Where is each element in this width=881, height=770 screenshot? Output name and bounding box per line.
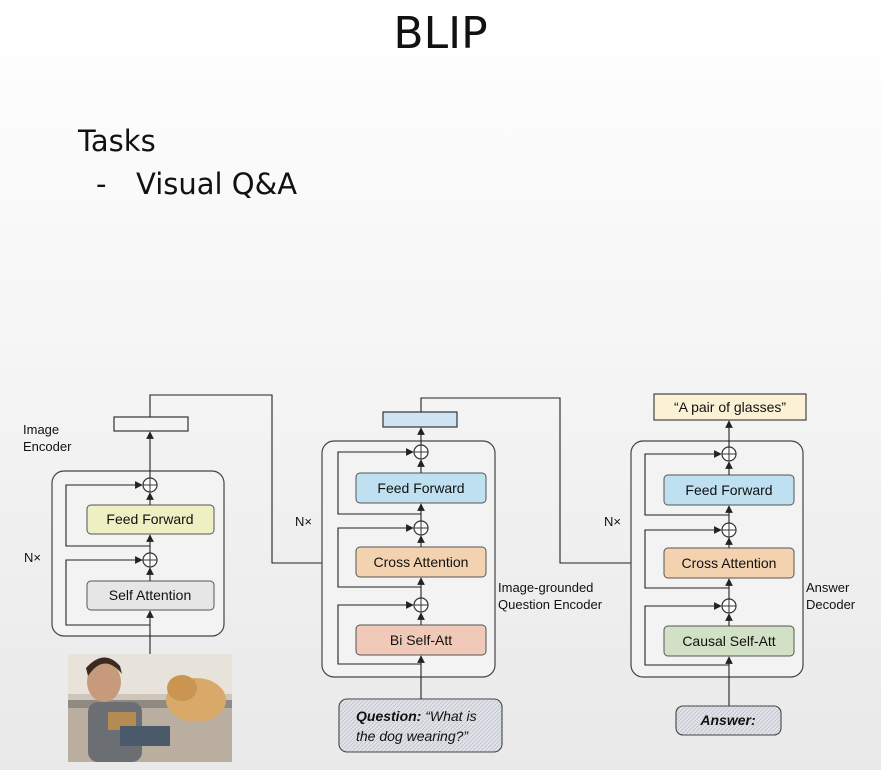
answer-feed-forward-label: Feed Forward xyxy=(685,482,772,498)
image-encoder-label-2: Encoder xyxy=(23,439,72,454)
answer-input-box xyxy=(675,705,782,736)
image-embedding xyxy=(113,416,189,432)
image-encoder: Image Encoder N× Feed Forward Self Atten… xyxy=(23,394,356,762)
question-encoder-label-1: Image-grounded xyxy=(498,580,593,595)
bullet-marker: - xyxy=(96,167,107,201)
image-feed-forward-label: Feed Forward xyxy=(106,511,193,527)
answer-decoder: N× Answer Decoder “A pair of glasses” Fe… xyxy=(604,393,856,736)
image-encoder-label-1: Image xyxy=(23,422,59,437)
image-self-attention-label: Self Attention xyxy=(109,587,192,603)
tasks-heading: Tasks xyxy=(78,124,156,158)
question-encoder-label-2: Question Encoder xyxy=(498,597,603,612)
question-input-line-1: Question: “What is xyxy=(356,708,477,724)
answer-decoder-label-2: Decoder xyxy=(806,597,856,612)
question-encoder: N× Image-grounded Question Encoder Feed … xyxy=(295,397,663,753)
question-self-att-label: Bi Self-Att xyxy=(390,632,452,648)
image-encoder-repeat: N× xyxy=(24,550,41,565)
question-cross-attention-label: Cross Attention xyxy=(374,554,469,570)
answer-output-text: “A pair of glasses” xyxy=(674,399,786,415)
question-input-text-1: “What is xyxy=(421,708,476,724)
answer-output-box xyxy=(653,393,807,421)
answer-cross-attention-label: Cross Attention xyxy=(682,555,777,571)
answer-decoder-repeat: N× xyxy=(604,514,621,529)
bullet-text: Visual Q&A xyxy=(136,167,298,201)
image-encoder-frame xyxy=(51,470,225,637)
bullet-item: -Visual Q&A xyxy=(96,167,297,201)
question-feed-forward-label: Feed Forward xyxy=(377,480,464,496)
input-photo xyxy=(68,654,232,762)
slide-title: BLIP xyxy=(393,8,488,59)
question-input-box xyxy=(338,698,503,753)
question-input-line-2: the dog wearing?” xyxy=(356,728,469,744)
answer-decoder-label-1: Answer xyxy=(806,580,850,595)
question-embedding xyxy=(382,411,458,428)
question-input-prefix: Question: xyxy=(356,708,421,724)
question-encoder-repeat: N× xyxy=(295,514,312,529)
answer-self-att-label: Causal Self-Att xyxy=(682,633,775,649)
answer-input-text: Answer: xyxy=(699,712,755,728)
